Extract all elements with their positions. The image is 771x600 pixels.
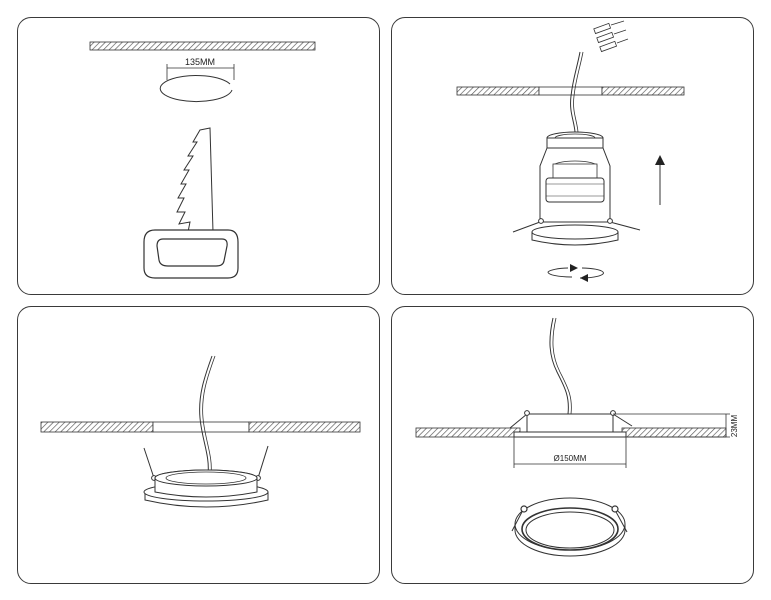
ceiling-board-left — [456, 86, 540, 96]
spring-clip-left — [143, 447, 155, 479]
step-2-group — [456, 20, 685, 282]
power-wire — [549, 317, 569, 415]
cut-hole-outline — [159, 75, 233, 102]
arrow-up-icon — [655, 155, 665, 205]
rotate-arrows-icon — [547, 264, 604, 282]
ceiling-board-left — [415, 427, 521, 438]
spring-clip-right — [614, 509, 628, 533]
fixture-trim — [513, 431, 627, 438]
spring-clip-left — [512, 221, 541, 233]
power-wire — [570, 51, 581, 133]
diameter-dimension-label: Ø150MM — [554, 454, 587, 463]
spring-clip-right — [257, 445, 269, 479]
power-wire — [199, 355, 213, 475]
spring-clip-right — [612, 413, 633, 427]
step-1-group: 135MM — [89, 41, 316, 279]
ceiling-board-left — [40, 421, 154, 433]
spring-clip-left — [509, 413, 528, 429]
hole-dimension-label: 135MM — [185, 57, 215, 67]
wire-connector-icon — [593, 20, 629, 53]
downlight-trim-view — [514, 497, 626, 557]
spring-clip-right — [609, 221, 641, 231]
ceiling-board-right — [248, 421, 361, 433]
spring-clip-left — [511, 509, 524, 532]
panel-step-3-insert — [17, 306, 380, 584]
saw-icon — [143, 127, 239, 279]
ceiling-board-gap — [538, 86, 603, 96]
height-dimension-label: 23MM — [730, 415, 739, 438]
ceiling-board — [89, 41, 316, 51]
ceiling-board-right — [601, 86, 685, 96]
step-3-group — [40, 355, 361, 508]
ceiling-board-right — [621, 427, 727, 438]
step-4-group: 23MM Ø150MM — [415, 317, 739, 557]
downlight-body — [143, 469, 269, 508]
led-driver-housing — [539, 131, 611, 223]
